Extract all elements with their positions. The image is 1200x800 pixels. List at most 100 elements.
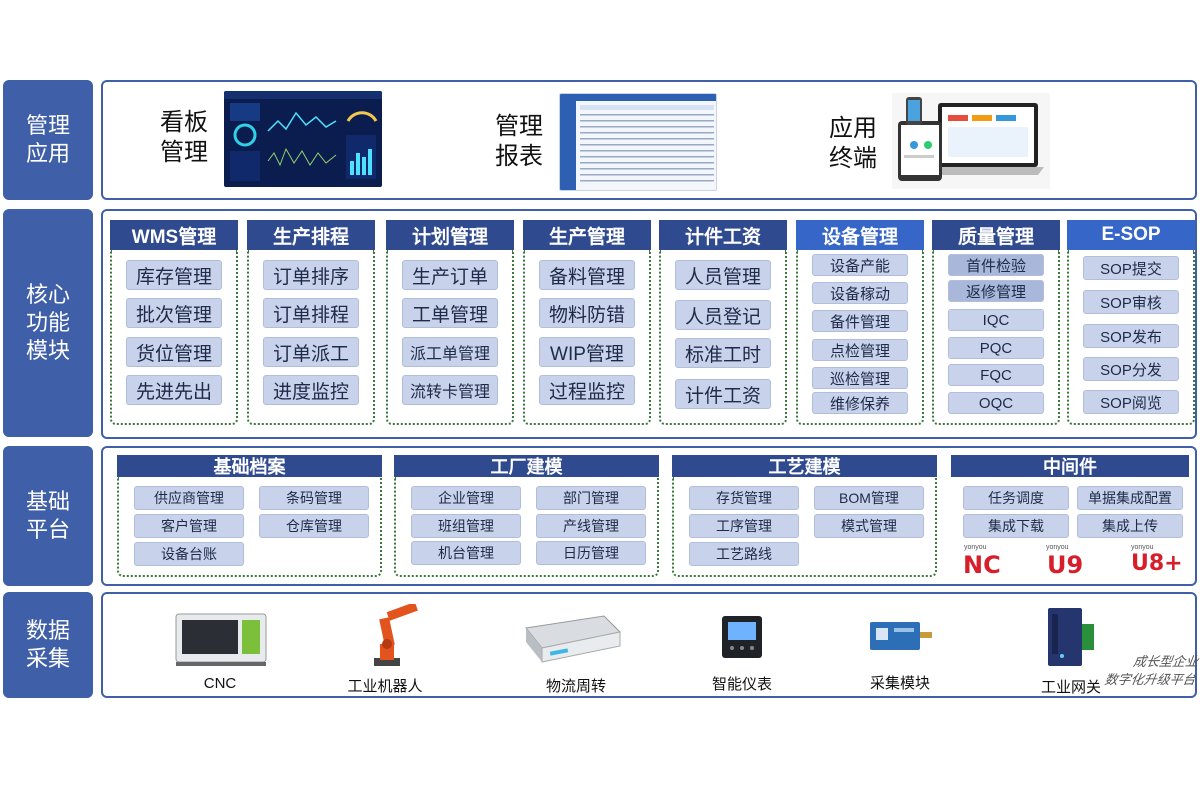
platform-title: 工艺建模 (672, 455, 937, 477)
module-item[interactable]: 备件管理 (812, 310, 908, 332)
platform-body: 任务调度 单据集成配置 集成下载 集成上传 yonyou NC yonyou U… (951, 477, 1189, 579)
label-line: 终端 (829, 145, 877, 172)
module-item[interactable]: FQC (948, 364, 1044, 386)
module-item[interactable]: 点检管理 (812, 339, 908, 361)
module-item[interactable]: SOP阅览 (1083, 390, 1179, 414)
module-item[interactable]: OQC (948, 392, 1044, 414)
platform-item[interactable]: 机台管理 (411, 541, 521, 565)
platform-title: 基础档案 (117, 455, 382, 477)
smart-meter-icon (720, 614, 764, 665)
platform-item[interactable]: 条码管理 (259, 486, 369, 510)
module-item[interactable]: 工单管理 (402, 298, 498, 328)
row-label-collection: 数据采集 (3, 592, 93, 698)
u9-logo: U9 (1047, 551, 1084, 579)
platform-item[interactable]: 班组管理 (411, 514, 521, 538)
module-item[interactable]: PQC (948, 337, 1044, 359)
module-body: 设备产能 设备稼动 备件管理 点检管理 巡检管理 维修保养 (796, 250, 924, 425)
platform-item[interactable]: 存货管理 (689, 486, 799, 510)
module-item[interactable]: 设备稼动 (812, 282, 908, 304)
platform-item[interactable]: 工艺路线 (689, 542, 799, 566)
module-item[interactable]: 先进先出 (126, 375, 222, 405)
yonyou-brand-text: yonyou (964, 544, 987, 551)
platform-item[interactable]: 产线管理 (536, 514, 646, 538)
module-body: 订单排序 订单排程 订单派工 进度监控 (247, 250, 375, 425)
module-item[interactable]: 订单排程 (263, 298, 359, 328)
platform-item[interactable]: 企业管理 (411, 486, 521, 510)
module-item[interactable]: 返修管理 (948, 280, 1044, 302)
u8-logo: U8+ (1131, 551, 1183, 576)
cnc-machine-icon (172, 608, 270, 673)
row-label-platform: 基础平台 (3, 446, 93, 586)
module-item[interactable]: SOP提交 (1083, 256, 1179, 280)
platform-item[interactable]: 单据集成配置 (1077, 486, 1183, 510)
module-item[interactable]: 生产订单 (402, 260, 498, 290)
module-item[interactable]: 进度监控 (263, 375, 359, 405)
label-line: 应用 (829, 115, 877, 142)
module-item[interactable]: 批次管理 (126, 298, 222, 328)
module-title: WMS管理 (110, 220, 238, 250)
module-item[interactable]: 维修保养 (812, 392, 908, 414)
module-item[interactable]: 备料管理 (539, 260, 635, 290)
module-body: 人员管理 人员登记 标准工时 计件工资 (659, 250, 787, 425)
module-item[interactable]: SOP分发 (1083, 357, 1179, 381)
module-item[interactable]: 人员管理 (675, 260, 771, 290)
gateway-icon (1042, 604, 1102, 675)
data-module-icon (866, 618, 936, 659)
module-item[interactable]: 派工单管理 (402, 337, 498, 367)
platform-item[interactable]: 供应商管理 (134, 486, 244, 510)
platform-item[interactable]: 设备台账 (134, 542, 244, 566)
platform-item[interactable]: 模式管理 (814, 514, 924, 538)
module-item[interactable]: IQC (948, 309, 1044, 331)
platform-item[interactable]: 部门管理 (536, 486, 646, 510)
module-item[interactable]: WIP管理 (539, 337, 635, 367)
module-item[interactable]: 标准工时 (675, 338, 771, 368)
module-item[interactable]: 订单排序 (263, 260, 359, 290)
platform-factory-model: 工厂建模 企业管理 部门管理 班组管理 产线管理 机台管理 日历管理 (394, 455, 659, 577)
module-item[interactable]: 人员登记 (675, 300, 771, 330)
platform-item[interactable]: BOM管理 (814, 486, 924, 510)
platform-process-model: 工艺建模 存货管理 BOM管理 工序管理 模式管理 工艺路线 (672, 455, 937, 577)
module-body: 备料管理 物料防错 WIP管理 过程监控 (523, 250, 651, 425)
module-scheduling: 生产排程 订单排序 订单排程 订单派工 进度监控 (247, 220, 375, 425)
module-production: 生产管理 备料管理 物料防错 WIP管理 过程监控 (523, 220, 651, 425)
label-line: 看板 (160, 109, 208, 136)
module-item[interactable]: 首件检验 (948, 254, 1044, 276)
label-line: 管理 (160, 139, 208, 166)
module-item[interactable]: 库存管理 (126, 260, 222, 290)
module-item[interactable]: 物料防错 (539, 298, 635, 328)
module-quality: 质量管理 首件检验 返修管理 IQC PQC FQC OQC (932, 220, 1060, 425)
platform-basic-archive: 基础档案 供应商管理 条码管理 客户管理 仓库管理 设备台账 (117, 455, 382, 577)
module-item[interactable]: 订单派工 (263, 337, 359, 367)
label-line: 应用 (25, 141, 70, 166)
module-item[interactable]: 设备产能 (812, 254, 908, 276)
yonyou-brand-text: yonyou (1046, 544, 1069, 551)
module-item[interactable]: 计件工资 (675, 379, 771, 409)
row-label-management: 管理应用 (3, 80, 93, 200)
module-item[interactable]: 巡检管理 (812, 367, 908, 389)
module-item[interactable]: 过程监控 (539, 375, 635, 405)
platform-item[interactable]: 工序管理 (689, 514, 799, 538)
module-item[interactable]: SOP审核 (1083, 290, 1179, 314)
yonyou-brand-text: yonyou (1131, 544, 1154, 551)
module-item[interactable]: 货位管理 (126, 337, 222, 367)
slogan-line: 数字化升级平台 (1103, 672, 1197, 687)
platform-item[interactable]: 日历管理 (536, 541, 646, 565)
platform-title: 工厂建模 (394, 455, 659, 477)
label-line: 管理 (25, 113, 70, 138)
row-label-core: 核心功能模块 (3, 209, 93, 437)
platform-item[interactable]: 客户管理 (134, 514, 244, 538)
module-item[interactable]: 流转卡管理 (402, 375, 498, 405)
module-piecework: 计件工资 人员管理 人员登记 标准工时 计件工资 (659, 220, 787, 425)
platform-item[interactable]: 仓库管理 (259, 514, 369, 538)
module-title: 计划管理 (386, 220, 514, 250)
label-line: 采集 (25, 646, 70, 671)
platform-item[interactable]: 集成下载 (963, 514, 1069, 538)
slogan: 成长型企业 数字化升级平台 (1094, 653, 1200, 689)
platform-item[interactable]: 集成上传 (1077, 514, 1183, 538)
label-line: 平台 (25, 517, 70, 542)
label-line: 功能 (25, 310, 70, 335)
app-label-report: 管理 报表 (492, 112, 546, 172)
platform-item[interactable]: 任务调度 (963, 486, 1069, 510)
module-item[interactable]: SOP发布 (1083, 324, 1179, 348)
device-label-cnc: CNC (203, 675, 237, 692)
